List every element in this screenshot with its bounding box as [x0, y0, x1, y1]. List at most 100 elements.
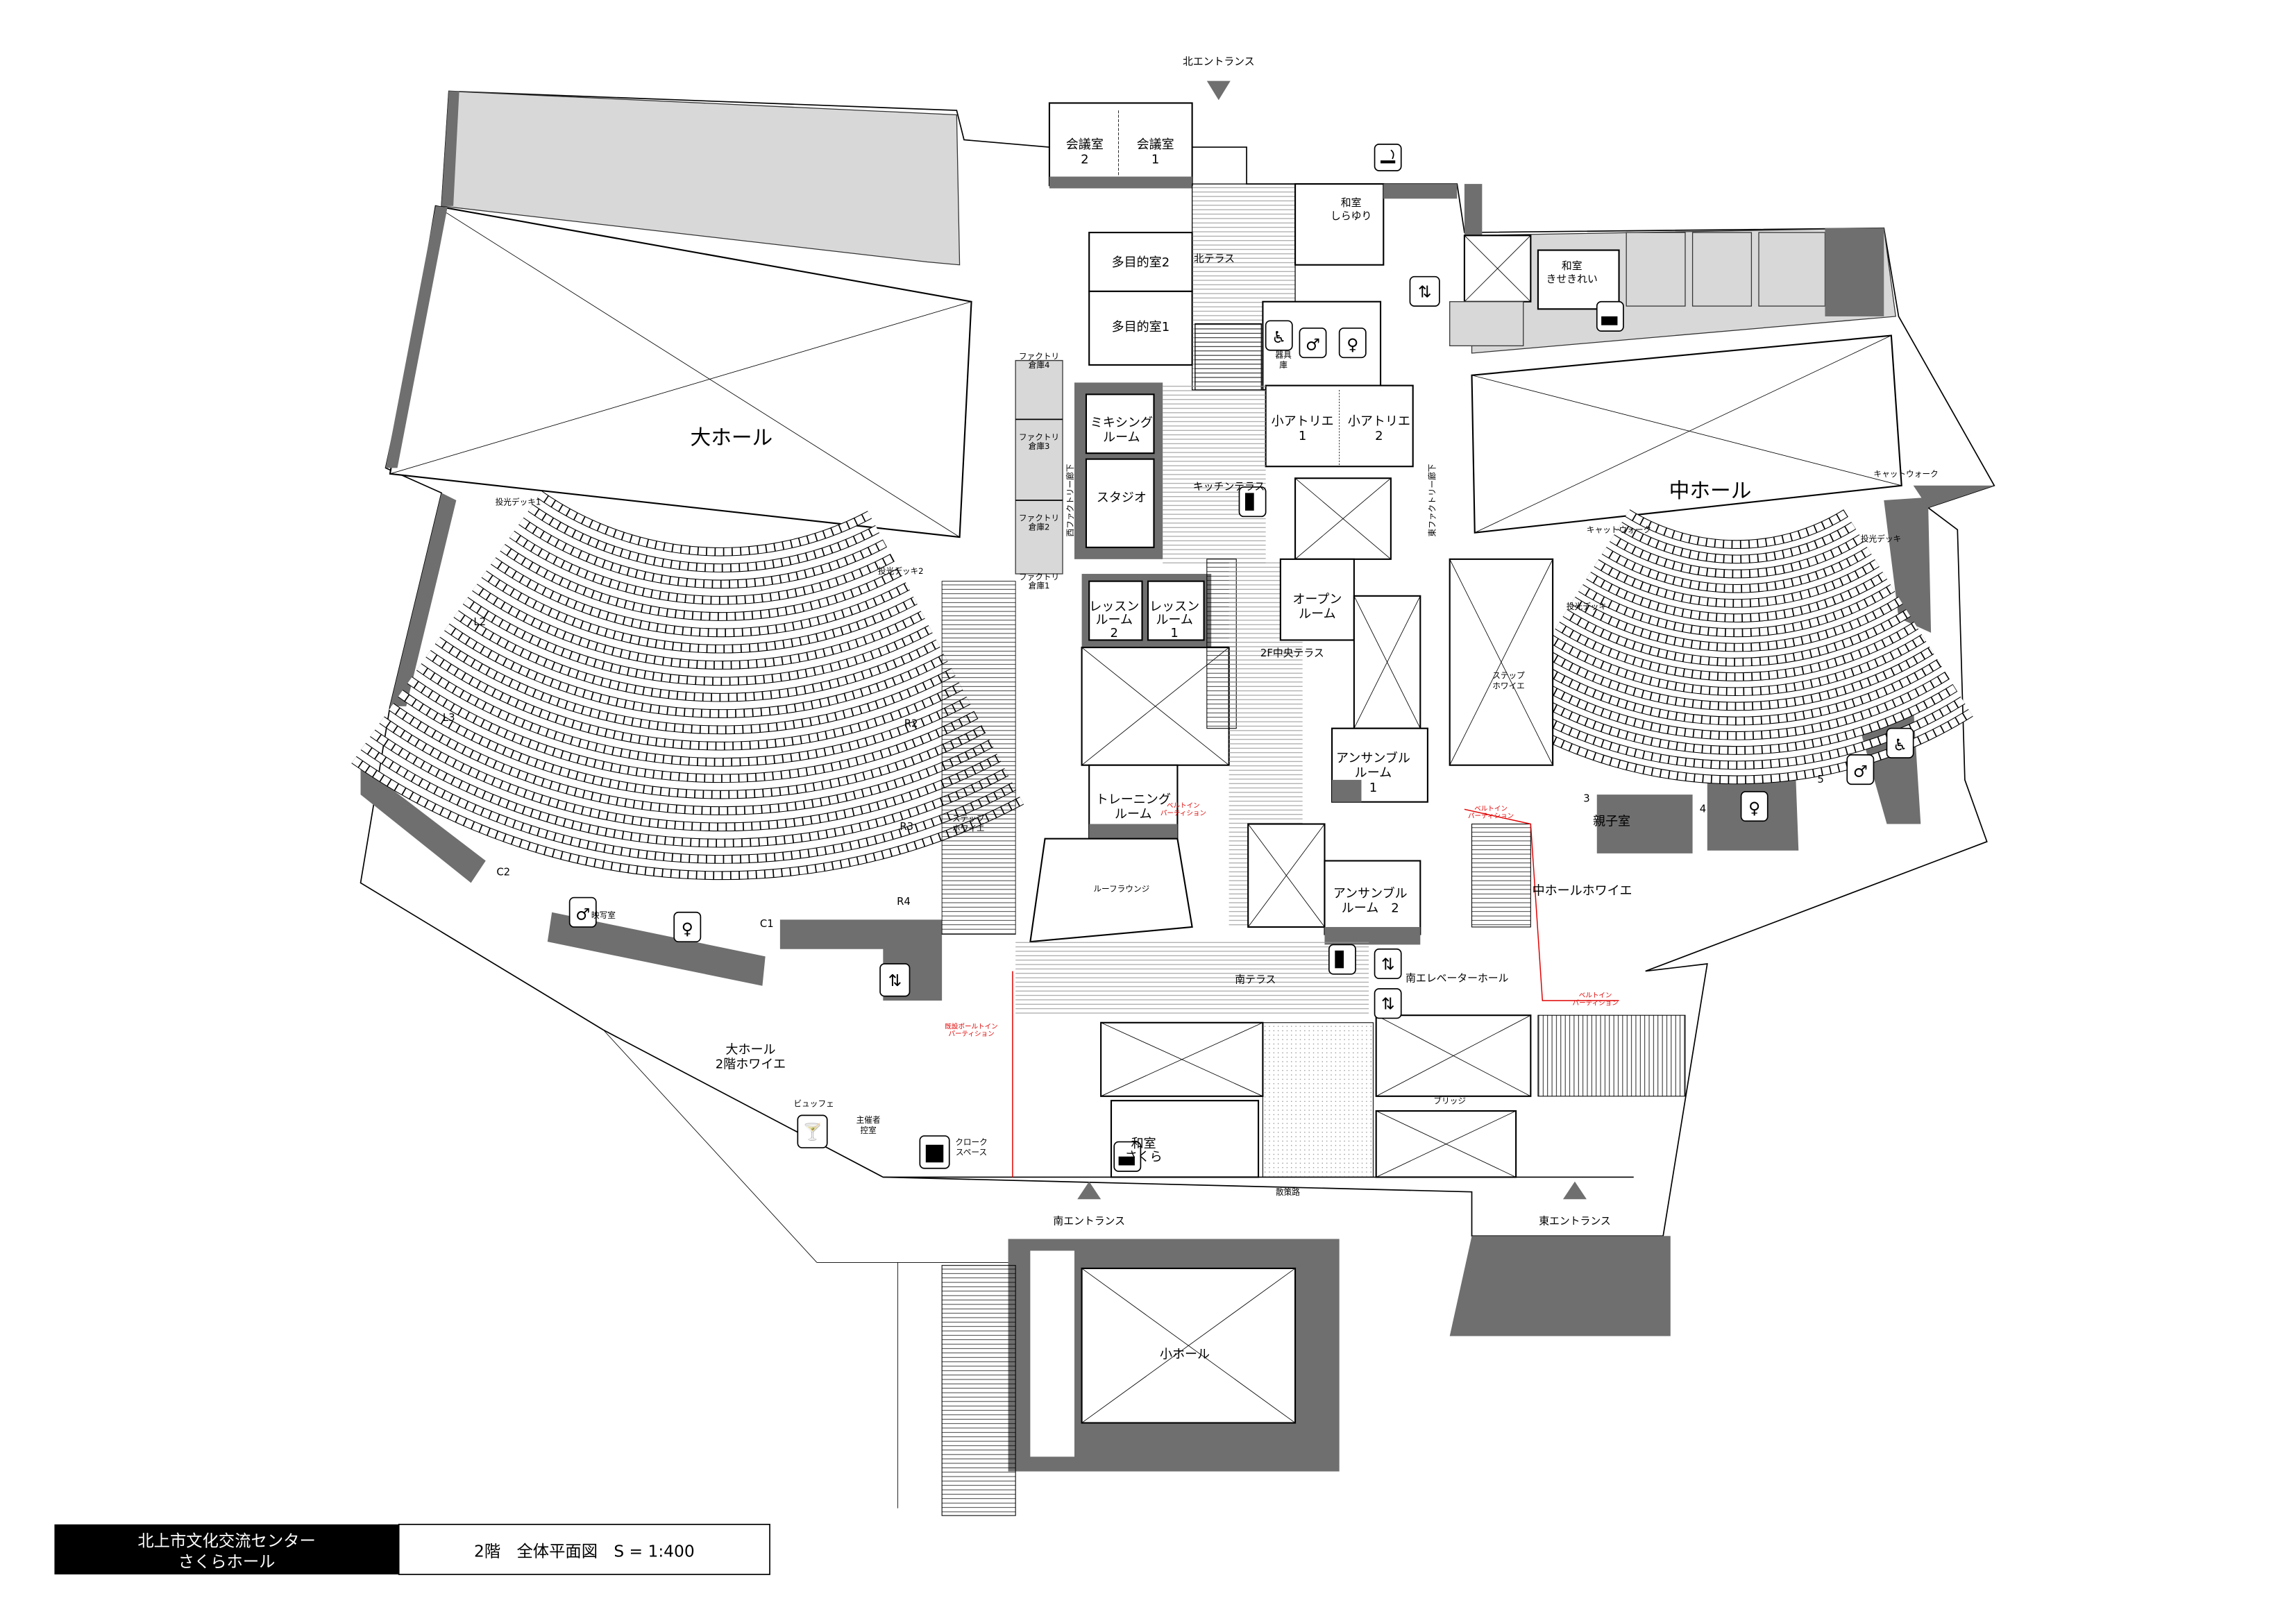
svg-text:⇅: ⇅ [1381, 995, 1395, 1014]
hall-name: さくらホール [178, 1552, 276, 1571]
seat-row-cells [1563, 609, 1911, 666]
seat-row-cells [528, 504, 879, 572]
wheelchair-restroom-icon: ♿ [1886, 727, 1914, 758]
step-foyer-right-label: ステップホワイエ [1492, 671, 1525, 691]
shohall-block [897, 1236, 1671, 1516]
door-C2: C2 [496, 867, 510, 878]
partition-belt-label: ベルトインパーティション [1468, 805, 1514, 820]
room-training: トレーニングルーム [1096, 792, 1171, 822]
door-C1: C1 [760, 918, 774, 930]
chuhall-label: 中ホール [1669, 478, 1752, 502]
seat-row-cells [1602, 547, 1872, 593]
room-washitsu-shirayuri: 和室しらゆり [1331, 197, 1371, 222]
parent-child-room-label: 親子室 [1593, 815, 1630, 829]
seat-row-cells [1523, 672, 1950, 740]
seat-row-cells [1594, 559, 1880, 607]
lighting-deck-1: 投光デッキ1 [496, 497, 541, 507]
seat-row-cells [351, 756, 1024, 880]
room-mixing: ミキシングルーム [1090, 416, 1153, 445]
seat-row-cells [1539, 647, 1934, 711]
daihall-block [360, 90, 1063, 1001]
elevator-icon: ⇅ [1374, 988, 1402, 1019]
shohall-label: 小ホール [1160, 1347, 1210, 1361]
host-room-label: 主催者控室 [856, 1115, 881, 1135]
elevator-hall-label: 南エレベーターホール [1406, 972, 1508, 984]
catwalk-left: キャットウォーク [1587, 525, 1651, 535]
seat-row-cells [1555, 622, 1918, 681]
door-3: 3 [1583, 793, 1589, 805]
seat-row-cells [370, 730, 1008, 847]
svg-text:⇅: ⇅ [888, 971, 902, 990]
elevator-icon: ⇅ [1374, 948, 1402, 980]
seat-row-cells [463, 597, 933, 686]
seat-row-cells [1610, 534, 1864, 578]
door-L2: L2 [473, 616, 486, 628]
east-top-block [1449, 228, 1884, 346]
svg-text:♂: ♂ [575, 905, 590, 924]
door-R4: R4 [897, 896, 911, 908]
partition-belt-label: ベルトインパーティション [1160, 802, 1206, 817]
seat-row-cells [500, 544, 902, 620]
roof-lounge-label: ルーフラウンジ [1093, 884, 1149, 894]
facility-name: 北上市文化交流センター [137, 1532, 315, 1551]
seat-row-cells [1626, 510, 1848, 548]
daihall-label: 大ホール [691, 425, 773, 449]
central-terrace-label: 2F中央テラス [1260, 647, 1324, 659]
seat-row-cells [1532, 659, 1942, 725]
seat-row-cells [454, 611, 940, 702]
seat-row-cells [1571, 597, 1902, 652]
elevator-icon: ⇅ [1409, 275, 1440, 307]
room-washitsu-sekirei: 和室きせきれい [1546, 260, 1598, 285]
chuhall-foyer-label: 中ホールホワイエ [1533, 883, 1632, 898]
door-L3: L3 [443, 712, 455, 724]
seat-row-cells [537, 491, 872, 556]
factory-storage-2: ファクトリ倉庫2 [1019, 513, 1059, 532]
east-entrance-label: 東エントランス [1539, 1215, 1611, 1227]
cafe-icon: 🍸 [797, 1114, 828, 1148]
north-entrance-label: 北エントランス [1183, 56, 1255, 67]
lighting-deck-mid-right: 投光デッキ [1861, 534, 1901, 543]
seat-row-cells [1578, 584, 1895, 637]
svg-text:♂: ♂ [1853, 763, 1868, 781]
equipment-storage: 器具庫 [1275, 350, 1292, 370]
projection-room-label: 映写室 [591, 910, 616, 920]
womens-restroom-icon: ♀ [673, 911, 702, 943]
seat-row-cells [491, 557, 910, 637]
svg-text:♂: ♂ [1306, 336, 1320, 355]
room-tamokuteki2: 多目的室2 [1112, 255, 1170, 270]
seat-row-cells [482, 571, 918, 653]
lighting-deck-mid-left: 投光デッキ [1567, 602, 1607, 611]
seat-row-cells [1516, 684, 1957, 754]
seat-row-cells [518, 518, 887, 588]
svg-text:♿: ♿ [1893, 736, 1907, 754]
west-factory-corridor-label: 西ファクトリー廊下 [1065, 464, 1075, 536]
partition-existing-label: 既設ポールトインパーティション [945, 1022, 997, 1038]
seat-row-cells [380, 717, 1001, 831]
factory-storage-1: ファクトリ倉庫1 [1019, 572, 1059, 591]
bridge-label: ブリッジ [1433, 1096, 1466, 1105]
seat-row-cells [472, 584, 925, 669]
east-factory-corridor-label: 東ファクトリー廊下 [1428, 464, 1437, 536]
cloak-space-label: クロークスペース [955, 1137, 988, 1157]
promenade-label: 散策路 [1276, 1187, 1300, 1197]
seat-row-cells [1586, 572, 1887, 622]
seat-row-cells [435, 637, 956, 734]
partition-lines [1012, 808, 1619, 1178]
lighting-deck-2: 投光デッキ2 [878, 566, 924, 576]
step-foyer-left-label: ステップホワイエ [952, 813, 985, 833]
svg-text:🍸: 🍸 [802, 1122, 822, 1141]
mens-restroom-icon: ♂ [1299, 328, 1327, 359]
partition-belt-label: ベルトインパーティション [1573, 992, 1619, 1008]
svg-text:♿: ♿ [1272, 328, 1286, 347]
chuhall-block [1471, 228, 1995, 853]
